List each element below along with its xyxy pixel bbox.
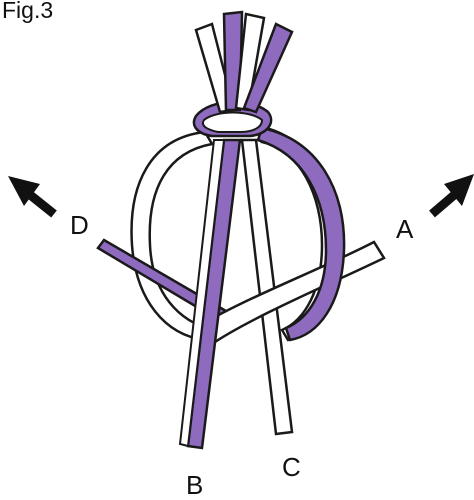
label-d: D (70, 210, 89, 240)
arrow-up-left-icon (8, 176, 54, 214)
knot-wrap-white (203, 113, 262, 133)
figure-caption: Fig.3 (2, 0, 53, 23)
label-a: A (396, 214, 414, 244)
label-b: B (186, 470, 203, 500)
arrow-up-right-icon (432, 174, 474, 214)
label-c: C (282, 452, 301, 482)
